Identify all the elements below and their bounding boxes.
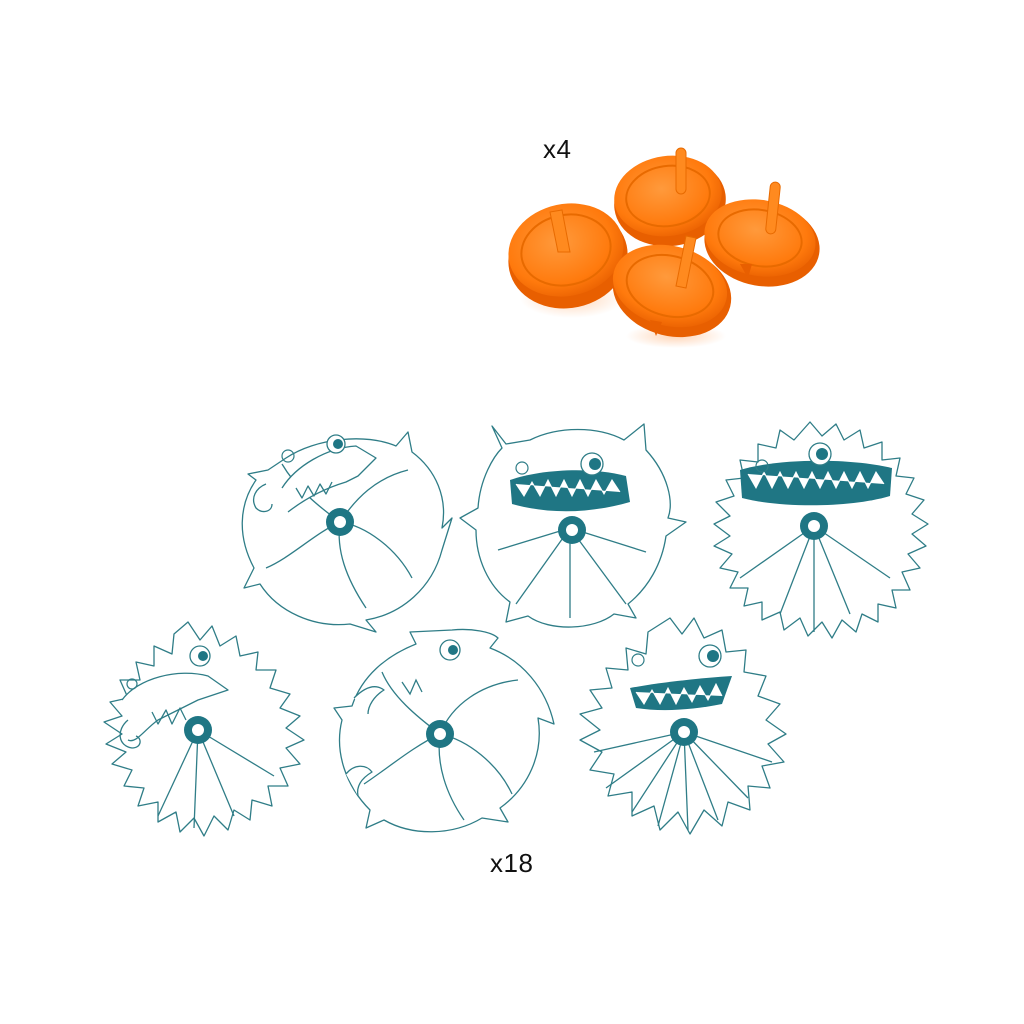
- disc-1-swirl-dragon: [241, 431, 453, 633]
- disc-3-lion-dragon: [713, 421, 929, 639]
- tops-quantity-label: x4: [543, 134, 572, 164]
- spinning-top-4: [612, 235, 732, 348]
- discs-quantity-label: x18: [490, 848, 534, 878]
- spinning-top-1: [614, 147, 726, 247]
- disc-2-crab-dragon: [459, 423, 687, 628]
- spinning-top-2: [508, 203, 628, 318]
- disc-5-flame-dragon: [333, 628, 555, 833]
- spinning-tops-group: [508, 147, 820, 348]
- disc-4-spiky-dragon: [103, 621, 305, 837]
- disc-6-fan-dragon: [579, 617, 787, 835]
- spinning-top-3: [704, 181, 820, 287]
